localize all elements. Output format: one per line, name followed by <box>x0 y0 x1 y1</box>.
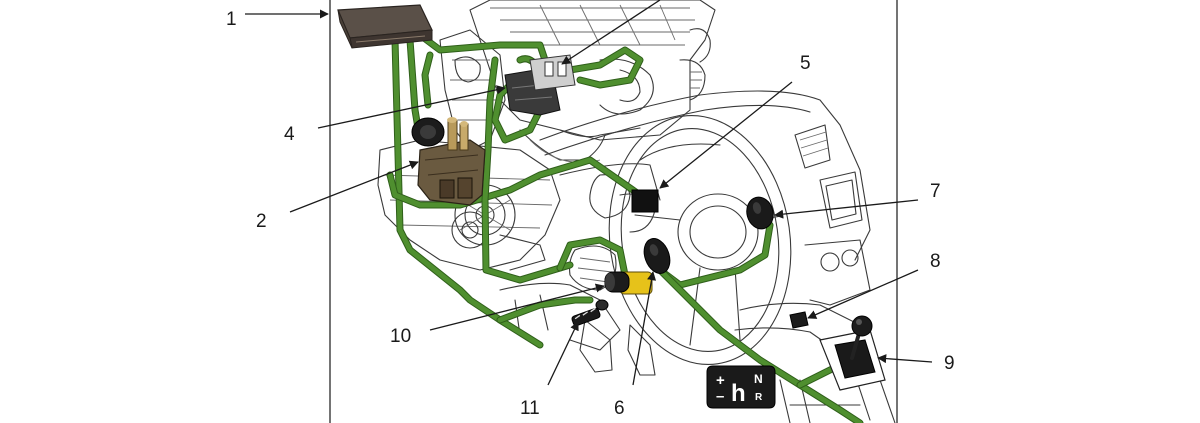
callout-2: 2 <box>256 211 267 232</box>
leader-5 <box>659 81 793 189</box>
wiring-harness <box>386 31 864 423</box>
callout-5: 5 <box>800 53 811 74</box>
callout-6: 6 <box>614 398 625 419</box>
gear-plus-label: + <box>716 372 725 389</box>
callout-labels: 1 2 4 5 6 7 8 9 10 11 <box>226 9 955 419</box>
dashboard-illustration <box>499 90 896 423</box>
callout-11: 11 <box>520 398 540 419</box>
frame <box>329 0 898 423</box>
leader-8 <box>807 269 919 319</box>
gear-pattern-badge: + – h N R <box>706 365 776 409</box>
paddle-shift-left <box>643 238 671 274</box>
callout-7: 7 <box>930 181 941 202</box>
callout-4: 4 <box>284 124 295 145</box>
leader-top <box>561 0 661 65</box>
leader-9 <box>877 354 933 364</box>
gear-selector-lever <box>819 315 886 391</box>
engine-illustration <box>377 0 716 271</box>
gear-reverse-label: R <box>755 392 763 403</box>
control-unit-box <box>337 4 433 49</box>
hydraulic-actuator-unit <box>411 117 486 206</box>
leader-lines <box>245 0 933 386</box>
leader-4 <box>317 85 506 129</box>
callout-10: 10 <box>390 326 411 347</box>
selector-module <box>789 311 809 329</box>
gear-minus-label: – <box>716 388 724 405</box>
callout-1: 1 <box>226 9 237 30</box>
callout-8: 8 <box>930 251 941 272</box>
leader-7 <box>774 199 919 219</box>
callout-9: 9 <box>944 353 955 374</box>
gear-neutral-label: N <box>754 372 763 386</box>
paddle-shift-right <box>746 196 774 230</box>
leader-10 <box>429 283 605 331</box>
instrument-cluster-display <box>631 189 659 213</box>
brake-light-switch <box>571 299 609 327</box>
leader-11 <box>547 321 579 386</box>
leader-6 <box>632 271 657 386</box>
brake-pedal-sensor <box>604 271 653 295</box>
steering-wheel <box>608 115 792 365</box>
gearbox-sensor-bracket <box>504 54 576 116</box>
gear-gate-symbol: h <box>731 380 746 407</box>
leader-2 <box>289 160 419 213</box>
